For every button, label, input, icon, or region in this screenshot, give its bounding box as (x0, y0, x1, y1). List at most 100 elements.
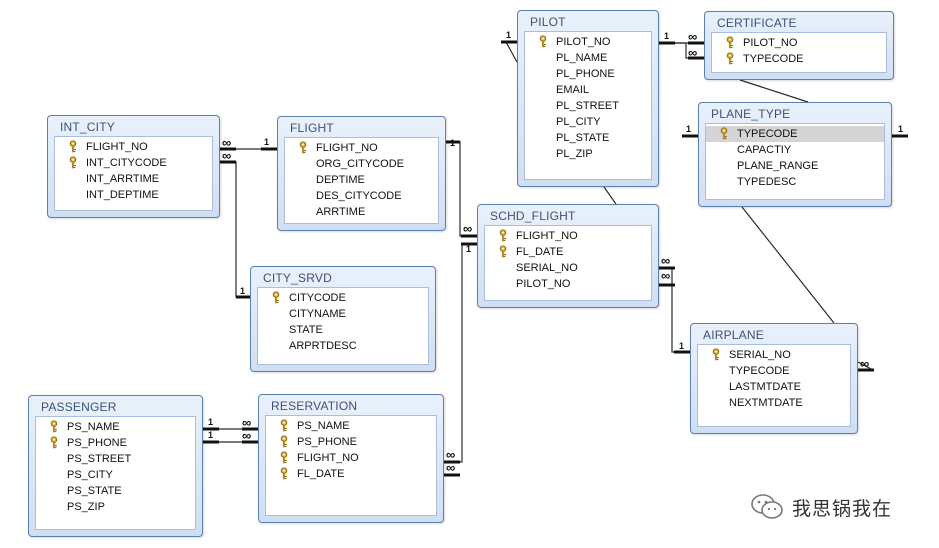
field[interactable]: PL_ZIP (525, 146, 651, 162)
field-name: PS_STREET (67, 453, 132, 465)
field[interactable]: NEXTMTDATE (698, 395, 850, 411)
table-title[interactable]: PASSENGER (41, 400, 117, 414)
field[interactable]: EMAIL (525, 82, 651, 98)
field[interactable]: ARPRTDESC (258, 338, 428, 354)
primary-key-icon (280, 467, 288, 480)
field[interactable]: ARRTIME (285, 204, 438, 220)
field-list: FLIGHT_NO ORG_CITYCODE DEPTIME DES_CITYCODE… (284, 137, 439, 224)
field[interactable]: DEPTIME (285, 172, 438, 188)
table-passenger[interactable]: PASSENGER PS_NAME PS_PHONE PS_STREET PS_CITY… (28, 395, 203, 537)
key-field[interactable]: FLIGHT_NO (285, 140, 438, 156)
key-field[interactable]: CITYCODE (258, 290, 428, 306)
rel-line-flight-schdflight (446, 141, 477, 237)
field-name: PL_CITY (556, 116, 601, 128)
watermark: 我思锅我在 (750, 492, 892, 522)
cardinality-label: 1 (264, 137, 269, 147)
field-name: PILOT_NO (743, 37, 798, 49)
field-name: TYPECODE (743, 53, 804, 65)
key-field[interactable]: PS_NAME (266, 418, 436, 434)
key-field[interactable]: TYPECODE (712, 51, 886, 67)
key-field[interactable]: TYPECODE (706, 126, 884, 142)
field[interactable]: SERIAL_NO (485, 260, 651, 276)
field-name: ARPRTDESC (289, 340, 357, 352)
field-name: PL_ZIP (556, 148, 593, 160)
table-title[interactable]: PLANE_TYPE (711, 107, 791, 121)
field[interactable]: TYPEDESC (706, 174, 884, 190)
table-reservation[interactable]: RESERVATION PS_NAME PS_PHONE FLIGHT_NO FL_DA… (258, 394, 444, 523)
key-field[interactable]: FLIGHT_NO (266, 450, 436, 466)
key-field[interactable]: FL_DATE (485, 244, 651, 260)
field[interactable]: PL_NAME (525, 50, 651, 66)
key-field[interactable]: FLIGHT_NO (55, 139, 212, 155)
field[interactable]: LASTMTDATE (698, 379, 850, 395)
table-title[interactable]: CITY_SRVD (263, 271, 332, 285)
field[interactable]: PILOT_NO (485, 276, 651, 292)
key-field[interactable]: PS_NAME (36, 419, 195, 435)
field-name: DEPTIME (316, 174, 365, 186)
table-title[interactable]: CERTIFICATE (717, 16, 797, 30)
key-field[interactable]: FL_DATE (266, 466, 436, 482)
key-field[interactable]: PILOT_NO (712, 35, 886, 51)
table-title[interactable]: FLIGHT (290, 121, 334, 135)
field-name: PS_PHONE (297, 436, 357, 448)
field[interactable]: PL_CITY (525, 114, 651, 130)
key-field[interactable]: PS_PHONE (36, 435, 195, 451)
cardinality-label: ∞ (446, 447, 455, 462)
primary-key-icon (726, 52, 734, 65)
cardinality-label: 1 (686, 124, 691, 134)
field[interactable]: STATE (258, 322, 428, 338)
cardinality-label: ∞ (222, 148, 231, 163)
field[interactable]: DES_CITYCODE (285, 188, 438, 204)
table-title[interactable]: AIRPLANE (703, 328, 764, 342)
field[interactable]: CITYNAME (258, 306, 428, 322)
field-name: PS_NAME (67, 421, 120, 433)
rel-line-pilot-schdflight (603, 186, 617, 205)
table-title[interactable]: SCHD_FLIGHT (490, 209, 576, 223)
field[interactable]: INT_ARRTIME (55, 171, 212, 187)
key-field[interactable]: SERIAL_NO (698, 347, 850, 363)
primary-key-icon (280, 435, 288, 448)
key-field[interactable]: PS_PHONE (266, 434, 436, 450)
field[interactable]: PS_ZIP (36, 499, 195, 515)
field-name: FL_DATE (297, 468, 345, 480)
field-name: FLIGHT_NO (516, 230, 578, 242)
cardinality-label: ∞ (688, 29, 697, 44)
key-field[interactable]: FLIGHT_NO (485, 228, 651, 244)
table-flight[interactable]: FLIGHT FLIGHT_NO ORG_CITYCODE DEPTIME DES_CI… (277, 116, 446, 231)
field[interactable]: TYPECODE (698, 363, 850, 379)
field-name: TYPECODE (729, 365, 790, 377)
field-name: FLIGHT_NO (316, 142, 378, 154)
cardinality-label: 1 (664, 31, 669, 41)
field-name: PS_ZIP (67, 501, 105, 513)
field[interactable]: PL_STATE (525, 130, 651, 146)
primary-key-icon (499, 245, 507, 258)
table-title[interactable]: INT_CITY (60, 120, 115, 134)
field[interactable]: ORG_CITYCODE (285, 156, 438, 172)
table-title[interactable]: PILOT (530, 15, 566, 29)
field[interactable]: PLANE_RANGE (706, 158, 884, 174)
table-title[interactable]: RESERVATION (271, 399, 358, 413)
field[interactable]: PS_CITY (36, 467, 195, 483)
primary-key-icon (712, 348, 720, 361)
table-certificate[interactable]: CERTIFICATE PILOT_NO TYPECODE (704, 11, 894, 80)
cardinality-label: ∞ (661, 253, 670, 268)
field-name: PILOT_NO (556, 36, 611, 48)
field[interactable]: PS_STREET (36, 451, 195, 467)
field[interactable]: INT_DEPTIME (55, 187, 212, 203)
field-name: PL_STATE (556, 132, 610, 144)
field[interactable]: CAPACTIY (706, 142, 884, 158)
cardinality-label: 1 (450, 138, 455, 148)
field[interactable]: PS_STATE (36, 483, 195, 499)
key-field[interactable]: INT_CITYCODE (55, 155, 212, 171)
field[interactable]: PL_PHONE (525, 66, 651, 82)
field[interactable]: PL_STREET (525, 98, 651, 114)
key-field[interactable]: PILOT_NO (525, 34, 651, 50)
primary-key-icon (280, 419, 288, 432)
field-name: PL_NAME (556, 52, 608, 64)
